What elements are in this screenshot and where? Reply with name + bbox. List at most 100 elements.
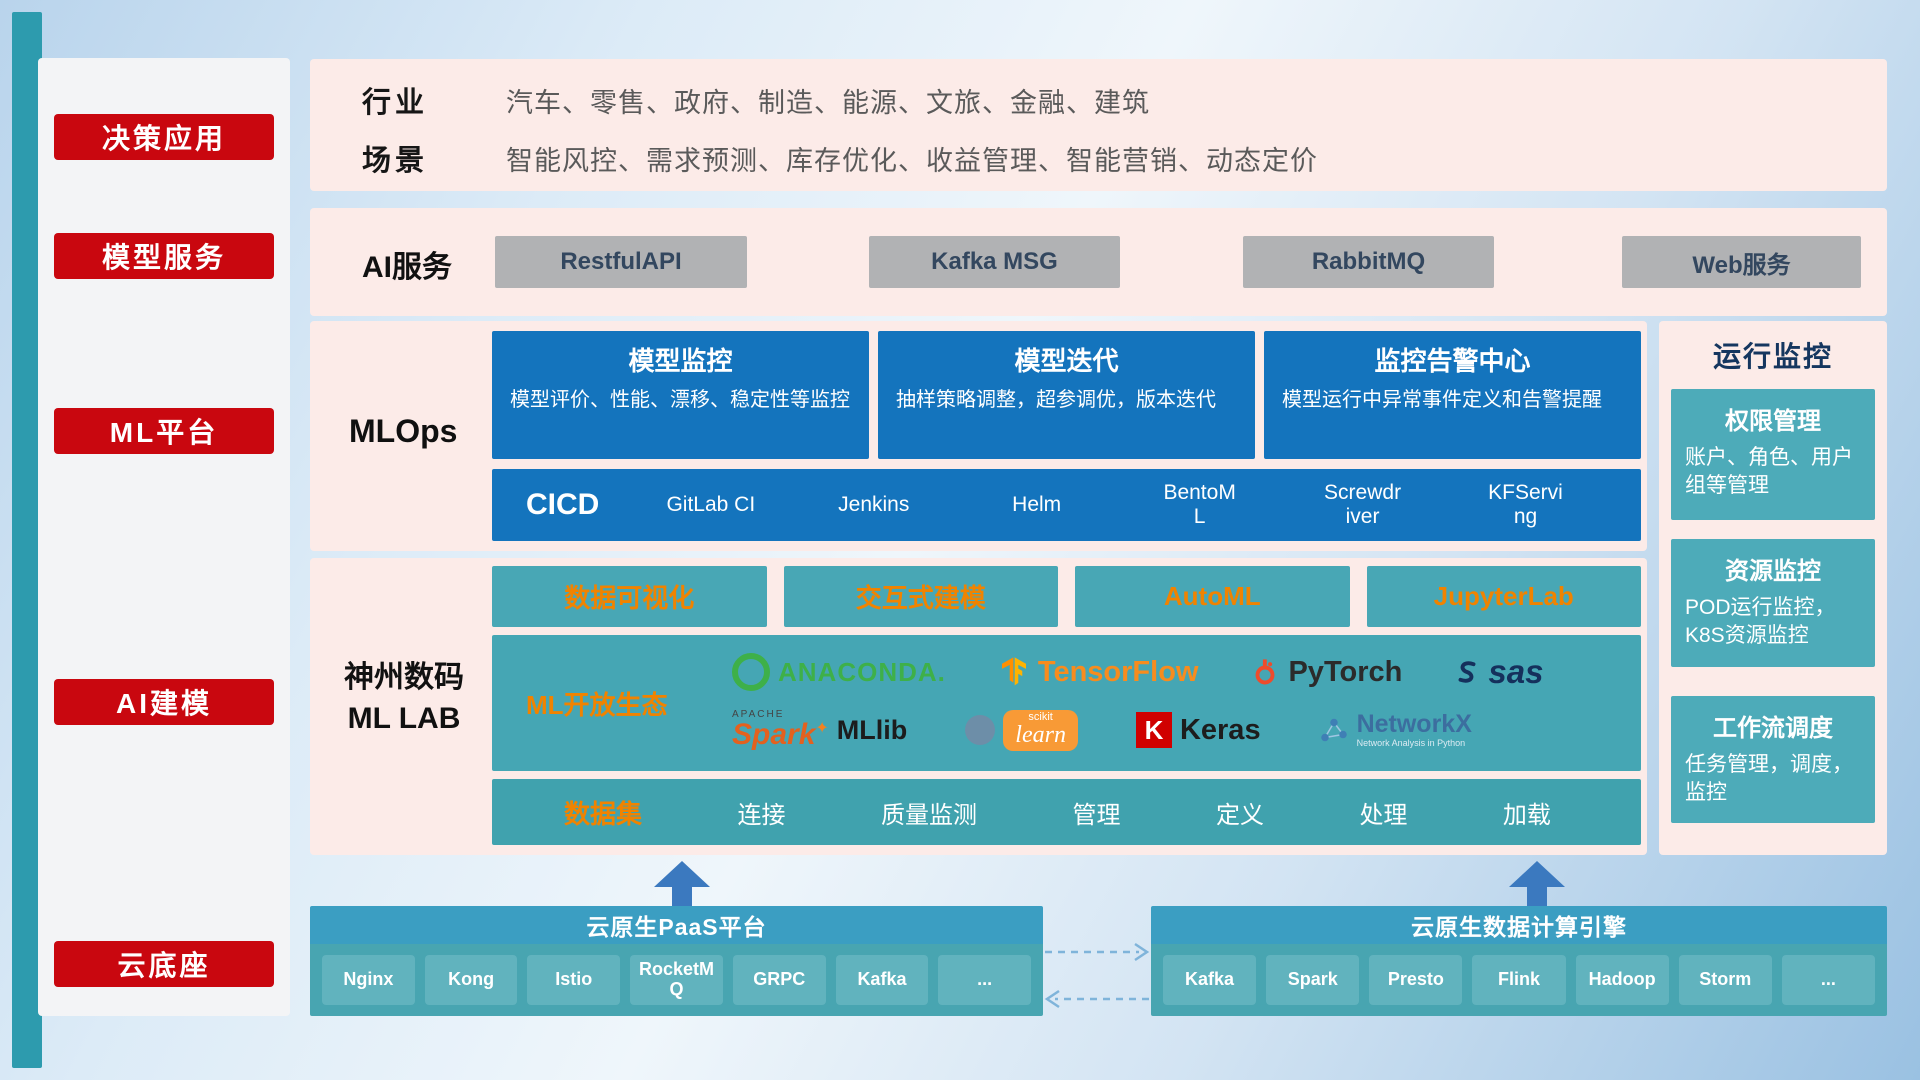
rocketmq-chip[interactable]: RocketMQ	[630, 955, 723, 1005]
pytorch-logo: PyTorch	[1250, 656, 1402, 689]
sidebar-item-decision-apps[interactable]: 决策应用	[54, 114, 274, 160]
mllib-wordmark: MLlib	[836, 714, 908, 745]
card-desc: 模型评价、性能、漂移、稳定性等监控	[510, 389, 850, 411]
industry-list: 汽车、零售、政府、制造、能源、文旅、金融、建筑	[506, 88, 1150, 118]
sidebar-item-ai-modeling[interactable]: AI建模	[54, 679, 274, 725]
tensorflow-icon	[1001, 657, 1026, 686]
permission-management-card: 权限管理 账户、角色、用户组等管理	[1671, 389, 1875, 520]
cicd-cell: Screwdriver	[1281, 481, 1444, 529]
cicd-label: CICD	[526, 488, 600, 521]
jenkins-item: Jenkins	[838, 492, 910, 516]
ai-service-label: AI服务	[362, 251, 452, 284]
jupyterlab-button[interactable]: JupyterLab	[1366, 566, 1641, 627]
kong-chip[interactable]: Kong	[424, 955, 518, 1005]
data-visualization-button[interactable]: 数据可视化	[492, 566, 767, 627]
ml-lab-tools-row: 数据可视化 交互式建模 AutoML JupyterLab	[492, 566, 1641, 627]
networkx-logo: NetworkX Network Analysis in Python	[1319, 711, 1472, 748]
keras-wordmark: Keras	[1179, 713, 1261, 746]
scenario-label: 场景	[362, 145, 429, 177]
flink-chip[interactable]: Flink	[1472, 955, 1566, 1005]
pytorch-wordmark: PyTorch	[1288, 655, 1403, 688]
gitlab-ci-item: GitLab CI	[666, 492, 756, 516]
spark-mllib-logo: APACHE Spark✦ MLlib	[732, 710, 907, 750]
mlops-panel: MLOps 模型监控 模型评价、性能、漂移、稳定性等监控 模型迭代 抽样策略调整…	[310, 321, 1647, 551]
cicd-cell: GitLab CI	[629, 493, 792, 517]
industry-label: 行业	[362, 87, 429, 119]
kfserving-item: KFServing	[1488, 480, 1563, 528]
sidebar-item-model-service[interactable]: 模型服务	[54, 233, 274, 279]
cicd-cell: Helm	[955, 493, 1118, 517]
ecosystem-logo-row-2: APACHE Spark✦ MLlib scikit learn K Keras	[732, 701, 1629, 759]
cicd-cell: Jenkins	[792, 493, 955, 517]
hadoop-chip[interactable]: Hadoop	[1575, 955, 1669, 1005]
dataset-item-quality: 质量监测	[880, 801, 977, 829]
cicd-bar: CICD GitLab CI Jenkins Helm BentoML Scre…	[492, 469, 1641, 541]
card-title: 模型监控	[628, 346, 733, 376]
rabbitmq-button[interactable]: RabbitMQ	[1243, 236, 1494, 288]
istio-chip[interactable]: Istio	[527, 955, 621, 1005]
spark-chip[interactable]: Spark	[1266, 955, 1360, 1005]
resource-monitoring-card: 资源监控 POD运行监控，K8S资源监控	[1671, 539, 1875, 667]
left-accent-bar	[12, 12, 42, 1068]
compute-engine-title: 云原生数据计算引擎	[1151, 906, 1887, 944]
card-desc: 账户、角色、用户组等管理	[1685, 446, 1853, 498]
workflow-scheduling-card: 工作流调度 任务管理，调度，监控	[1671, 696, 1875, 823]
cicd-cell: BentoML	[1118, 481, 1281, 529]
mlops-label: MLOps	[349, 413, 458, 449]
networkx-wordmark-stack: NetworkX Network Analysis in Python	[1357, 711, 1472, 748]
scikit-learn-logo: scikit learn	[965, 709, 1078, 751]
up-arrow-icon	[1509, 861, 1565, 907]
sidebar-item-cloud-base[interactable]: 云底座	[54, 941, 274, 987]
ml-ecosystem-box: ML开放生态 ANACONDA. TensorFlow	[492, 635, 1641, 771]
scikit-top-text: scikit	[1028, 710, 1053, 723]
sas-logo: sas	[1454, 653, 1543, 691]
scikit-learn-badge: scikit learn	[1003, 709, 1078, 751]
ml-lab-panel: 神州数码 ML LAB 数据可视化 交互式建模 AutoML JupyterLa…	[310, 558, 1647, 855]
kafka-chip[interactable]: Kafka	[835, 955, 929, 1005]
networkx-subtitle: Network Analysis in Python	[1356, 737, 1466, 748]
dataset-item-connect: 连接	[737, 801, 786, 829]
kafka-msg-button[interactable]: Kafka MSG	[869, 236, 1120, 288]
dataset-item-define: 定义	[1215, 801, 1264, 829]
learn-wordmark: learn	[1015, 721, 1066, 748]
ml-lab-label: 神州数码 ML LAB	[324, 658, 484, 739]
pytorch-flame-icon	[1256, 659, 1275, 685]
spark-star-icon: ✦	[815, 720, 829, 737]
anaconda-wordmark: ANACONDA.	[778, 656, 946, 687]
card-desc: POD运行监控，K8S资源监控	[1685, 596, 1836, 648]
apache-wordmark: APACHE	[732, 709, 785, 720]
storm-chip[interactable]: Storm	[1678, 955, 1772, 1005]
grpc-chip[interactable]: GRPC	[732, 955, 826, 1005]
compute-engine-strip: Kafka Spark Presto Flink Hadoop Storm ..…	[1151, 944, 1887, 1016]
nginx-chip[interactable]: Nginx	[322, 955, 415, 1005]
more-chip[interactable]: ...	[938, 955, 1032, 1005]
web-service-button[interactable]: Web服务	[1622, 236, 1861, 288]
kafka-chip[interactable]: Kafka	[1163, 955, 1257, 1005]
ml-lab-label-line1: 神州数码	[344, 661, 464, 694]
ml-lab-label-line2: ML LAB	[347, 701, 461, 735]
restfulapi-button[interactable]: RestfulAPI	[495, 236, 747, 288]
anaconda-ring-icon	[732, 653, 770, 691]
tensorflow-wordmark: TensorFlow	[1037, 655, 1199, 688]
sidebar-item-ml-platform[interactable]: ML平台	[54, 408, 274, 454]
automl-button[interactable]: AutoML	[1075, 566, 1350, 627]
mlops-cards: 模型监控 模型评价、性能、漂移、稳定性等监控 模型迭代 抽样策略调整，超参调优，…	[492, 331, 1641, 459]
paas-block: 云原生PaaS平台 Nginx Kong Istio RocketMQ GRPC…	[310, 906, 1043, 1016]
interactive-modeling-button[interactable]: 交互式建模	[783, 566, 1058, 627]
more-chip[interactable]: ...	[1781, 955, 1875, 1005]
card-title: 监控告警中心	[1374, 346, 1531, 376]
card-title: 资源监控	[1725, 558, 1821, 585]
card-desc: 模型运行中异常事件定义和告警提醒	[1282, 389, 1602, 411]
ecosystem-logo-row-1: ANACONDA. TensorFlow PyTorch	[732, 649, 1629, 695]
helm-item: Helm	[1012, 492, 1062, 516]
sidebar: 决策应用 模型服务 ML平台 AI建模 云底座	[38, 58, 290, 1016]
card-desc: 抽样策略调整，超参调优，版本迭代	[896, 389, 1216, 411]
application-layer-panel: 行业 汽车、零售、政府、制造、能源、文旅、金融、建筑 场景 智能风控、需求预测、…	[310, 59, 1887, 191]
alert-center-card: 监控告警中心 模型运行中异常事件定义和告警提醒	[1264, 331, 1641, 459]
model-iteration-card: 模型迭代 抽样策略调整，超参调优，版本迭代	[878, 331, 1255, 459]
compute-engine-block: 云原生数据计算引擎 Kafka Spark Presto Flink Hadoo…	[1151, 906, 1887, 1016]
scenario-list: 智能风控、需求预测、库存优化、收益管理、智能营销、动态定价	[506, 146, 1318, 176]
spark-logo: APACHE Spark✦	[732, 710, 829, 750]
presto-chip[interactable]: Presto	[1369, 955, 1463, 1005]
